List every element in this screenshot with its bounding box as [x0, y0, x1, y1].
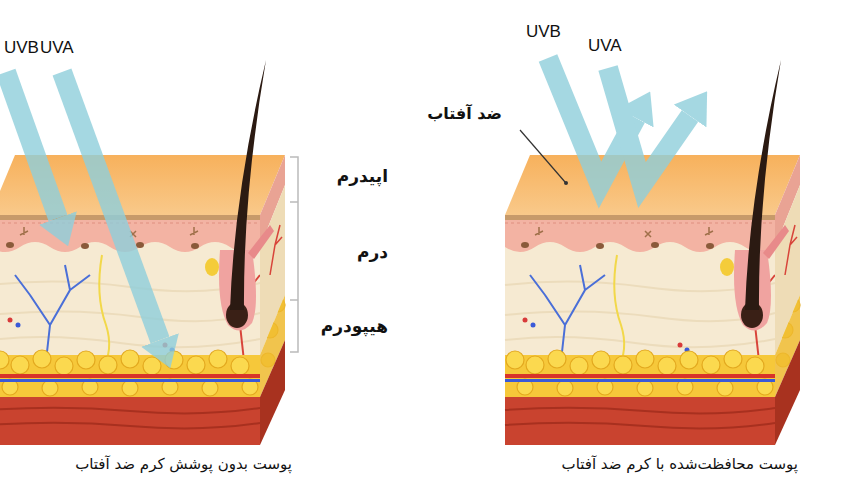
panel-caption: پوست بدون پوشش کرم ضد آفتاب: [75, 455, 292, 473]
skin-block: [0, 60, 285, 445]
sunscreen-label: ضد آفتاب: [427, 104, 502, 123]
ray-label: UVA: [588, 36, 622, 56]
layer-label: اپیدرم: [337, 166, 388, 186]
layer-bracket: [290, 157, 298, 352]
ray-label: UVB: [4, 38, 39, 58]
panel-caption: پوست محافظت‌شده با کرم ضد آفتاب: [562, 455, 798, 473]
layer-label: درم: [357, 242, 388, 262]
layer-label: هیپودرم: [321, 316, 388, 336]
uv-rays-reflected: [548, 58, 690, 185]
uv-rays: [6, 72, 160, 340]
leader-line: [520, 130, 565, 182]
ray-label: UVA: [40, 38, 74, 58]
leader-dot: [564, 181, 568, 185]
ray-label: UVB: [526, 22, 561, 42]
skin-block: [505, 60, 800, 445]
